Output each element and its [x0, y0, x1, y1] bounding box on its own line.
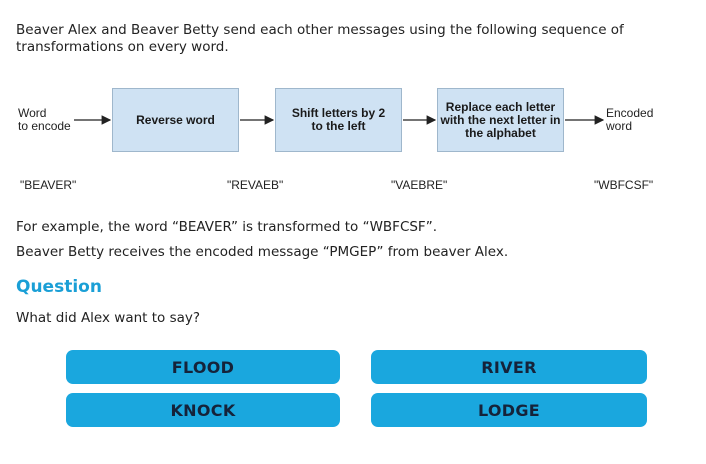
answer-button-river[interactable]: RIVER: [371, 350, 647, 384]
intro-text: Beaver Alex and Beaver Betty send each o…: [16, 22, 624, 55]
example-sentence: For example, the word “BEAVER” is transf…: [16, 219, 437, 235]
answer-button-lodge[interactable]: LODGE: [371, 393, 647, 427]
step-reverse-word: Reverse word: [112, 88, 239, 152]
example-input: "BEAVER": [20, 178, 77, 192]
example-shifted: "VAEBRE": [391, 178, 448, 192]
step-shift-letters: Shift letters by 2 to the left: [275, 88, 402, 152]
answer-button-knock[interactable]: KNOCK: [66, 393, 340, 427]
example-reversed: "REVAEB": [227, 178, 284, 192]
output-label-line2: word: [606, 119, 633, 133]
received-sentence: Beaver Betty receives the encoded messag…: [16, 244, 509, 260]
input-label-line1: Word: [18, 106, 47, 120]
input-label: Word to encode: [18, 107, 71, 133]
input-label-line2: to encode: [18, 119, 71, 133]
step-replace-letters: Replace each letter with the next letter…: [437, 88, 564, 152]
diagram-arrows: [74, 115, 605, 125]
answer-button-flood[interactable]: FLOOD: [66, 350, 340, 384]
example-output: "WBFCSF": [594, 178, 654, 192]
output-label-line1: Encoded: [606, 106, 654, 120]
output-label: Encoded word: [606, 107, 653, 133]
question-heading: Question: [16, 277, 102, 297]
question-text: What did Alex want to say?: [16, 310, 201, 326]
